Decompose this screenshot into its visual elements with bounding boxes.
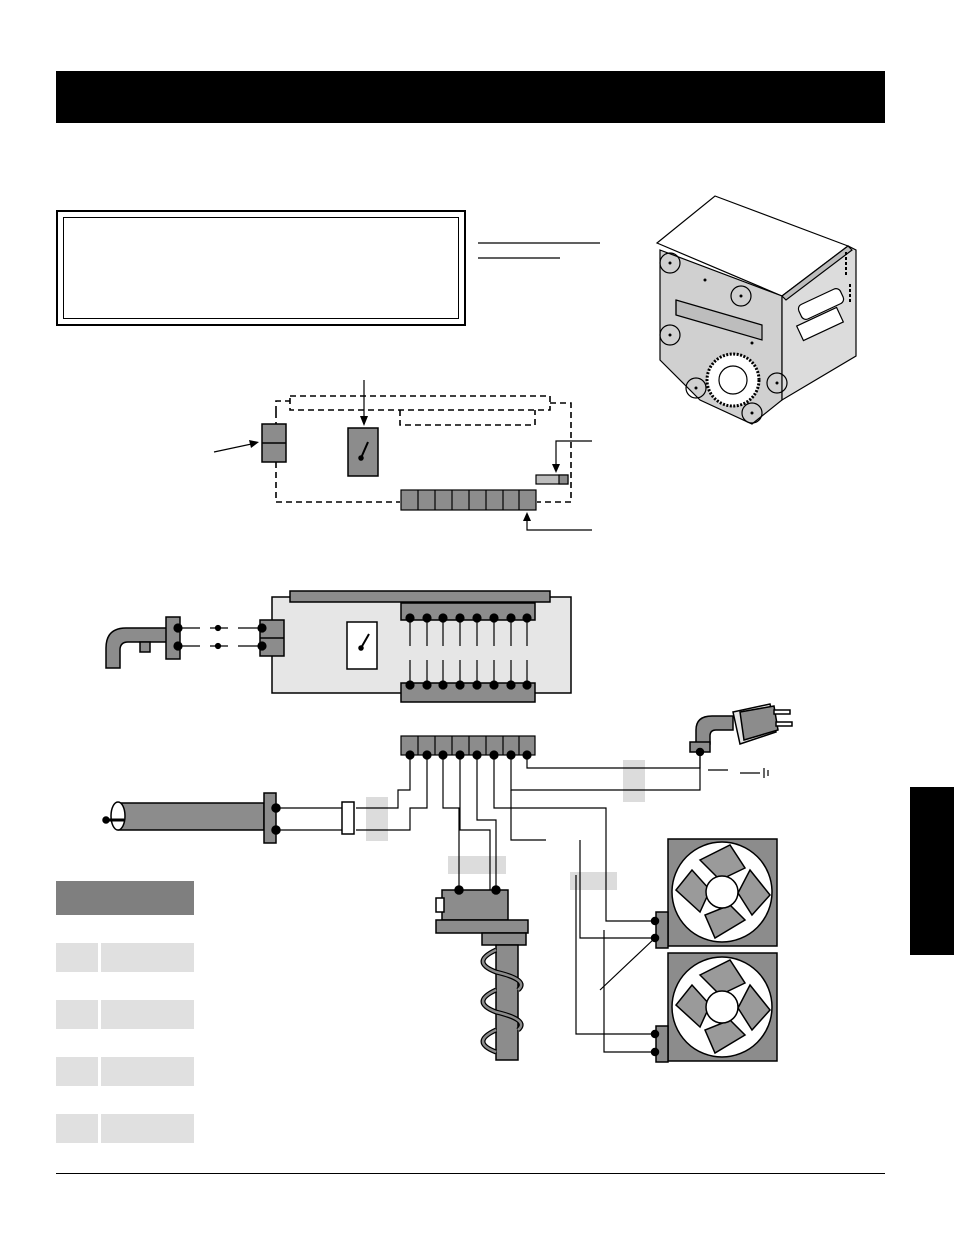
fan-icon (650, 952, 778, 1063)
board-terminal-wires (405, 613, 532, 690)
wire-tags (366, 760, 645, 890)
header-bar (56, 71, 885, 123)
arrowhead (249, 440, 259, 448)
pressure-switch-icon (261, 423, 287, 463)
fuse-icon (535, 474, 569, 485)
auger-motor-icon (435, 885, 529, 1061)
stove-icon (655, 195, 857, 425)
pressure-switch-arrow (213, 442, 257, 453)
footer-rule (56, 1173, 885, 1174)
control-board (259, 590, 572, 703)
thermostat-switch-icon (347, 427, 379, 477)
arrowhead (552, 464, 560, 473)
igniter-icon (102, 792, 355, 844)
wire-color-legend (56, 881, 194, 1143)
arrowhead (523, 512, 531, 521)
control-board-outline (275, 395, 572, 503)
fuse-arrow (555, 440, 592, 468)
section-tab (910, 787, 954, 955)
fan-icon (650, 838, 778, 949)
wiring (280, 752, 760, 1053)
terminal-strip-icon (400, 489, 537, 511)
ground-icon (763, 768, 769, 778)
warning-inner-frame (63, 217, 459, 319)
power-plug-icon (689, 703, 793, 757)
label-underlines (478, 242, 600, 259)
lower-terminal-strip (400, 735, 536, 760)
warning-box (56, 210, 466, 326)
vacuum-tube-icon (105, 616, 181, 669)
vacuum-leads (173, 623, 267, 651)
arrowhead (360, 416, 368, 426)
terminal-strip-arrow (526, 518, 592, 531)
